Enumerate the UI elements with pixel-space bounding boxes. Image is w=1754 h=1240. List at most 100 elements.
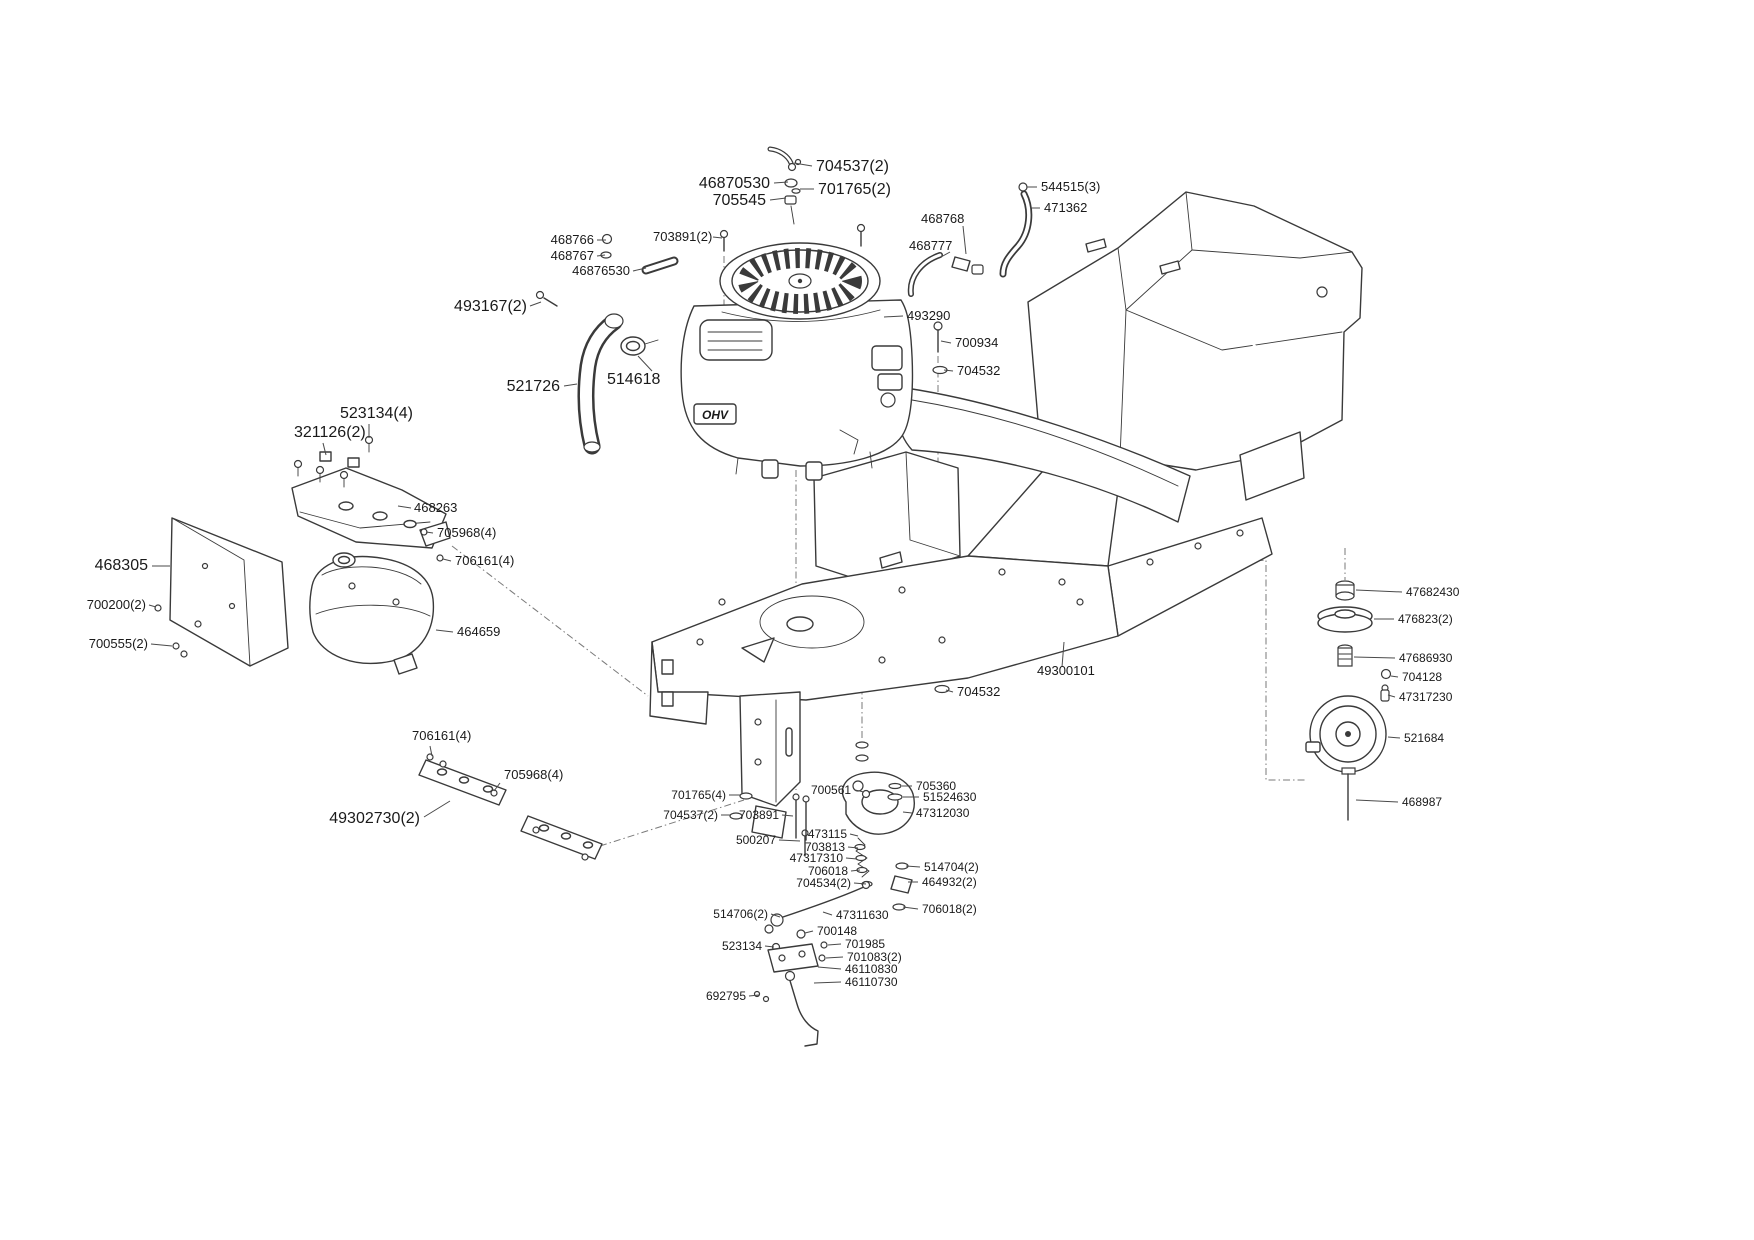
leader-line: [804, 930, 814, 934]
leader-line: [150, 643, 173, 647]
part-number-label: 523134: [722, 939, 762, 953]
engine-illustration: OHV: [680, 242, 914, 481]
part-number-label: 49300101: [1037, 663, 1095, 678]
linkage-illustration: [753, 880, 871, 1047]
part-number-label: 493167(2): [454, 298, 527, 315]
leader-line: [1355, 589, 1403, 593]
part-number-label: 468777: [909, 238, 952, 253]
part-number-label: 476823(2): [1398, 612, 1453, 626]
crankcase-hose-illustration: [767, 146, 802, 225]
support-brackets-illustration: [418, 753, 603, 861]
leader-line: [902, 811, 913, 814]
leader-line: [493, 782, 501, 792]
clutch-assembly-illustration: [1305, 580, 1392, 821]
part-number-label: 700148: [817, 924, 857, 938]
leader-line: [854, 789, 865, 793]
part-number-label: 700200(2): [87, 597, 146, 612]
air-intake-tube-illustration: [577, 313, 659, 455]
part-number-label: 47686930: [1399, 651, 1453, 665]
leader-line: [781, 814, 794, 817]
part-number-label: 514618: [607, 371, 660, 388]
leader-line: [853, 882, 867, 885]
part-number-label: 46110730: [845, 975, 898, 989]
leader-line: [632, 267, 647, 272]
part-number-label: 703813: [805, 840, 845, 854]
leader-line: [822, 911, 833, 916]
part-number-label: 47317310: [790, 851, 844, 865]
leader-line: [563, 383, 578, 387]
leader-line: [748, 994, 760, 997]
part-number-label: 471362: [1044, 200, 1087, 215]
part-number-label: 468987: [1402, 795, 1442, 809]
part-number-label: 544515(3): [1041, 179, 1100, 194]
leader-line: [813, 981, 842, 984]
part-number-label: 704534(2): [796, 876, 851, 890]
leader-line: [1353, 656, 1396, 659]
part-number-label: 47317230: [1399, 690, 1453, 704]
leader-line: [827, 943, 842, 946]
leader-line: [770, 913, 781, 918]
part-number-label: 706018(2): [922, 902, 977, 916]
leader-line: [769, 197, 787, 201]
cooling-fan-blades: [738, 248, 862, 314]
part-number-label: 514706(2): [713, 907, 768, 921]
part-number-label: 705360: [916, 779, 956, 793]
leader-line: [397, 505, 412, 509]
part-number-label: 701765(4): [671, 788, 726, 802]
rear-body-illustration: [1027, 191, 1363, 501]
part-number-label: 49302730(2): [329, 810, 420, 827]
part-number-label: 701765(2): [818, 181, 891, 198]
leader-line: [637, 355, 653, 372]
breather-tube-illustration: [907, 182, 1033, 297]
leader-line: [764, 945, 775, 948]
leader-line: [1355, 799, 1399, 803]
part-number-label: 705968(4): [504, 767, 563, 782]
leader-line: [905, 865, 921, 868]
part-number-label: 704532: [957, 363, 1000, 378]
part-number-label: 700561: [811, 783, 851, 797]
part-number-label: 468305: [95, 557, 148, 574]
part-number-label: 493290: [907, 308, 950, 323]
idler-assembly-illustration: [729, 771, 915, 911]
leader-line: [1387, 694, 1396, 698]
engine-fittings-illustration: [535, 223, 866, 307]
leader-line: [425, 531, 434, 534]
part-number-label: 47682430: [1406, 585, 1460, 599]
leader-line: [1387, 736, 1401, 739]
part-number-label: 468263: [414, 500, 457, 515]
leader-line: [943, 369, 954, 372]
heat-shield-illustration: [154, 517, 289, 667]
leader-line: [850, 869, 861, 872]
part-number-label: 521684: [1404, 731, 1444, 745]
leader-line: [962, 225, 967, 255]
part-number-label: 701985: [845, 937, 885, 951]
part-number-label: 468767: [551, 248, 594, 263]
part-number-label: 703891: [739, 808, 779, 822]
part-number-label: 521726: [507, 378, 560, 395]
leader-line: [712, 236, 723, 239]
part-number-label: 704128: [1402, 670, 1442, 684]
part-number-label: 46110830: [845, 962, 898, 976]
leader-line: [902, 906, 919, 910]
part-number-label: 46870530: [699, 175, 770, 192]
part-number-label: 321126(2): [294, 424, 366, 441]
leader-line: [322, 442, 327, 456]
part-number-label: 706018: [808, 864, 848, 878]
part-number-label: 704537(2): [663, 808, 718, 822]
part-number-label: 514704(2): [924, 860, 979, 874]
part-number-label: 703891(2): [653, 229, 712, 244]
part-number-label: 464932(2): [922, 875, 977, 889]
frame-illustration: [649, 387, 1273, 839]
leader-line: [883, 315, 904, 318]
part-number-label: 473115: [808, 827, 847, 841]
leader-line: [1061, 641, 1065, 668]
leader-line: [945, 689, 954, 693]
part-number-label: 692795: [706, 989, 746, 1003]
part-number-label: 701083(2): [847, 950, 902, 964]
leader-line: [148, 604, 157, 608]
part-number-label: 464659: [457, 624, 500, 639]
leader-line: [529, 301, 542, 307]
part-number-label: 700555(2): [89, 636, 148, 651]
